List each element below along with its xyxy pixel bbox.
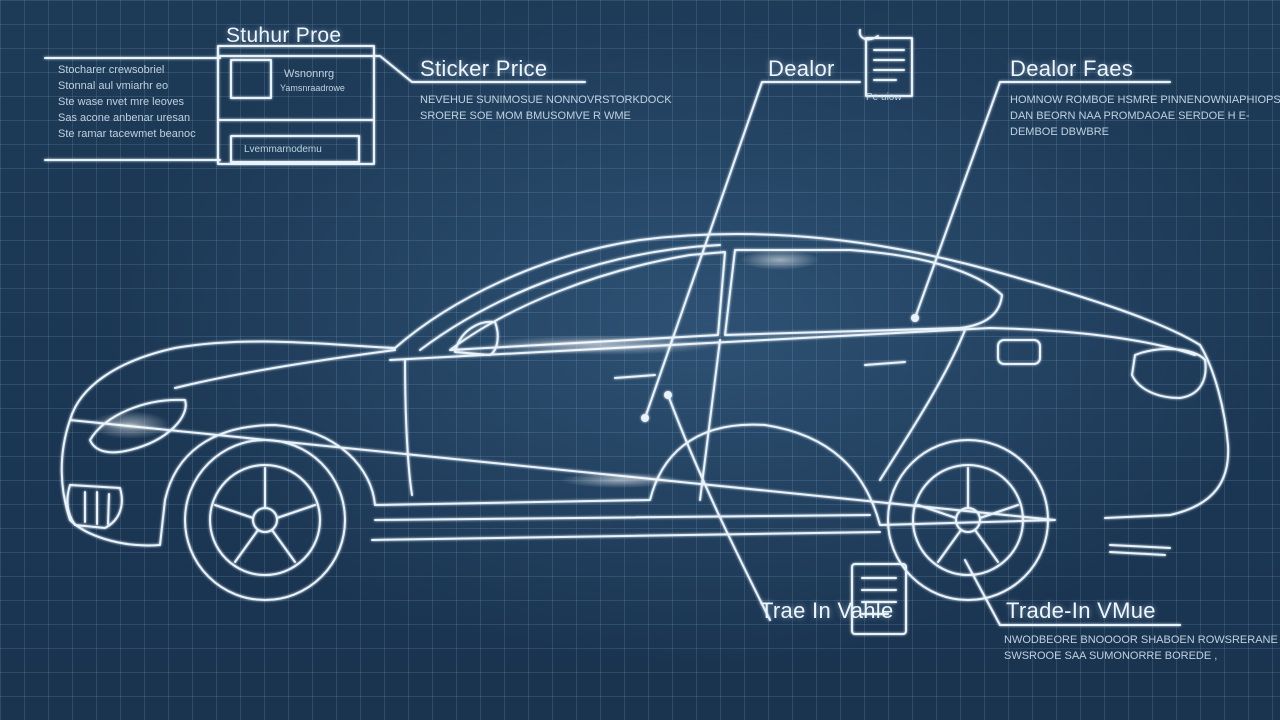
note-line: Stocharer crewsobriel [58, 64, 165, 76]
note-line: DAN BEORN NAA PROMDAOAE SERDOE H E- [1010, 110, 1250, 122]
sticker-box-title: Stuhur Proe [226, 24, 342, 47]
callout-dealer-fees [914, 81, 1171, 319]
roof-line [419, 244, 721, 351]
rear-wheel [887, 439, 1049, 601]
note-line: SWSROOE SAA SUMONORRE BOREDE , [1004, 650, 1218, 662]
document-icon-top [858, 29, 913, 97]
dealer-fees-label: Dealor Faes [1010, 56, 1134, 81]
spec-notes-top-left: Stocharer crewsobriel Stonnal aul vmiarh… [58, 62, 196, 142]
sticker-box-inner-text: Wsnonnrg [284, 68, 335, 80]
sticker-price-notes: NEVEHUE SUNIMOSUE NONNOVRSTORKDOCK SROER… [420, 92, 672, 124]
note-line: DEMBOE DBWBRE [1010, 126, 1110, 138]
note-line: NWODBEORE BNOOOOR SHABOEN ROWSRERANE [1004, 634, 1278, 646]
front-grille [66, 484, 123, 529]
dealer-label: Dealor [768, 56, 835, 81]
trade-in-value-left-label: Trae In Vahle [760, 598, 894, 623]
note-line: Ste ramar tacewmet beanoc [58, 128, 196, 140]
front-wheel [184, 439, 346, 601]
tail-light [1131, 348, 1207, 399]
car-body-outline [60, 233, 1230, 547]
trade-in-value-right-label: Trade-In VMue [1006, 598, 1156, 623]
rocker-line [371, 514, 881, 541]
note-line: Ste wase nvet mre leoves [58, 96, 184, 108]
callout-trade-left [667, 394, 771, 621]
trade-in-notes: NWODBEORE BNOOOOR SHABOEN ROWSRERANE SWS… [1004, 632, 1278, 664]
callout-sticker [219, 55, 586, 83]
hood-line [174, 349, 396, 389]
callout-dealer [644, 81, 861, 419]
note-line: HOMNOW ROMBOE HSMRE PINNENOWNIAPHIOPS [1010, 94, 1280, 106]
dealer-fees-notes: HOMNOW ROMBOE HSMRE PINNENOWNIAPHIOPS DA… [1010, 92, 1280, 140]
side-mirror [454, 320, 499, 356]
sticker-price-label: Sticker Price [420, 56, 548, 81]
document-icon-caption: Pe uiow [866, 92, 902, 103]
door-lines [404, 329, 966, 501]
front-window [449, 251, 726, 351]
note-line: NEVEHUE SUNIMOSUE NONNOVRSTORKDOCK [420, 94, 672, 106]
sticker-box-footer: Lvemmarnodemu [244, 144, 322, 155]
note-line: SROERE SOE MOM BMUSOMVE R WME [420, 110, 631, 122]
rear-window [724, 249, 1003, 336]
note-line: Stonnal aul vmiarhr eo [58, 80, 169, 92]
document-icon-bottom [851, 563, 907, 635]
note-line: Sas acone anbenar uresan [58, 112, 191, 124]
sticker-box-inner-sub: Yamsnraadrowe [280, 83, 345, 93]
fuel-door [997, 339, 1041, 365]
sticker-box [217, 45, 375, 165]
spec-panel-rule [44, 57, 221, 161]
